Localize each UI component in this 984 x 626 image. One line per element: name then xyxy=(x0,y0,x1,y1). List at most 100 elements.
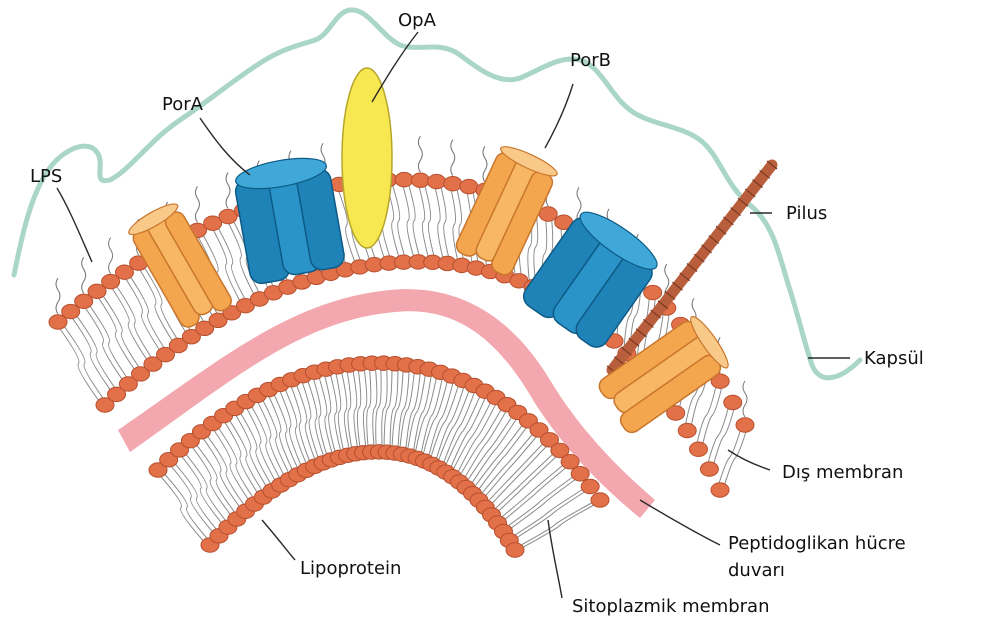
lipid-tail xyxy=(443,391,482,472)
lipid-tail xyxy=(506,486,587,540)
lipid-tail xyxy=(501,462,574,523)
pora-protein-left xyxy=(231,152,346,285)
label-opa: OpA xyxy=(398,10,437,31)
lipid-head xyxy=(539,207,557,221)
lipid-tail xyxy=(723,425,748,490)
lipid-tail xyxy=(209,424,251,504)
lipid-tail xyxy=(717,425,742,490)
lipid-tail xyxy=(494,450,562,514)
lipid-head xyxy=(724,395,742,409)
label-peptidoglikan-line2: duvarı xyxy=(728,560,785,581)
lipid-head xyxy=(711,483,729,497)
lipid-head xyxy=(581,479,599,493)
lipid-tail xyxy=(357,364,360,453)
lps-chain xyxy=(82,257,86,293)
label-pilus: Pilus xyxy=(786,203,827,224)
lipid-tail xyxy=(260,395,292,479)
lps-chain xyxy=(195,186,199,222)
lipid-tail xyxy=(695,381,717,449)
lipid-head xyxy=(444,176,462,190)
lipid-tail xyxy=(390,364,398,452)
lipid-head xyxy=(571,467,589,481)
lipid-tail xyxy=(227,416,267,498)
lipid-tail xyxy=(706,402,729,469)
lipid-tail xyxy=(363,364,366,453)
lipid-tail xyxy=(74,312,120,395)
label-kapsul: Kapsül xyxy=(864,348,924,369)
lipid-tail xyxy=(232,408,269,490)
lipoprotein-leader-line xyxy=(262,520,295,560)
lps-chain xyxy=(418,136,422,172)
lipid-tail xyxy=(401,180,415,262)
lipid-tail xyxy=(367,363,371,452)
label-sitoplazmik: Sitoplazmik membran xyxy=(572,596,770,617)
lipid-tail xyxy=(462,405,510,482)
lipid-tail xyxy=(482,440,546,507)
lipid-head xyxy=(460,179,478,193)
label-dis-membran: Dış membran xyxy=(782,462,903,483)
lipid-head xyxy=(736,418,754,432)
lipid-tail xyxy=(449,391,488,472)
lipid-tail xyxy=(215,424,257,504)
lps-chain xyxy=(483,146,487,182)
lipid-tail xyxy=(238,408,275,490)
lipid-tail xyxy=(198,432,242,511)
lipid-tail xyxy=(187,441,233,519)
lipid-head xyxy=(700,462,718,476)
opa-protein xyxy=(342,68,392,248)
lipid-head xyxy=(506,543,524,557)
lipid-head xyxy=(591,493,609,507)
lipid-tail xyxy=(243,402,278,485)
lipid-tail xyxy=(423,180,435,262)
peptidoglikan-leader-line xyxy=(640,500,720,545)
lps-chain xyxy=(226,173,230,209)
lps-chain xyxy=(451,140,455,176)
porb-protein-right xyxy=(594,313,733,436)
lipid-tail xyxy=(329,369,342,457)
lipid-tail xyxy=(249,402,284,485)
lipid-head xyxy=(689,442,707,456)
lipid-tail xyxy=(204,432,248,511)
lipid-tail xyxy=(61,322,108,405)
lps-chain xyxy=(109,238,113,274)
lipid-tail xyxy=(407,180,421,262)
lipid-head xyxy=(644,285,662,299)
lps-chain xyxy=(56,278,60,314)
lipid-tail xyxy=(289,380,312,467)
lipid-head xyxy=(678,423,696,437)
lipid-tail xyxy=(417,180,429,262)
lipid-tail xyxy=(506,474,583,532)
lipid-head xyxy=(428,174,446,188)
lipid-tail xyxy=(81,301,126,384)
lipid-head xyxy=(395,172,413,186)
lipid-tail xyxy=(221,416,261,498)
label-porb: PorB xyxy=(570,50,611,71)
lps-leader-line xyxy=(57,188,92,262)
lps-chain xyxy=(743,381,747,417)
lipid-tail xyxy=(55,322,102,405)
lipid-tail xyxy=(469,412,521,487)
lipid-tail xyxy=(450,184,459,266)
cytoplasmic-membrane-heads-bottom xyxy=(201,445,524,558)
label-pora: PorA xyxy=(162,94,204,115)
lipid-tail xyxy=(427,376,454,461)
lipid-tail xyxy=(421,376,448,461)
lipid-tail xyxy=(712,402,735,469)
lipid-tail xyxy=(701,381,723,449)
lipid-head xyxy=(411,173,429,187)
lipid-tail xyxy=(413,369,432,456)
lipid-tail xyxy=(352,365,359,454)
label-lps: LPS xyxy=(30,166,62,187)
label-lipoprotein: Lipoprotein xyxy=(300,558,401,579)
porb-leader-line xyxy=(545,84,573,148)
sitoplazmik-leader-line xyxy=(548,520,562,598)
pora-leader-line xyxy=(200,118,250,175)
lipid-tail xyxy=(470,421,526,494)
lipid-tail xyxy=(254,395,286,479)
lipid-tail xyxy=(68,312,114,395)
label-peptidoglikan-line1: Peptidoglikan hücre xyxy=(728,533,906,554)
lipid-tail xyxy=(476,430,536,500)
lipid-tail xyxy=(384,364,392,452)
